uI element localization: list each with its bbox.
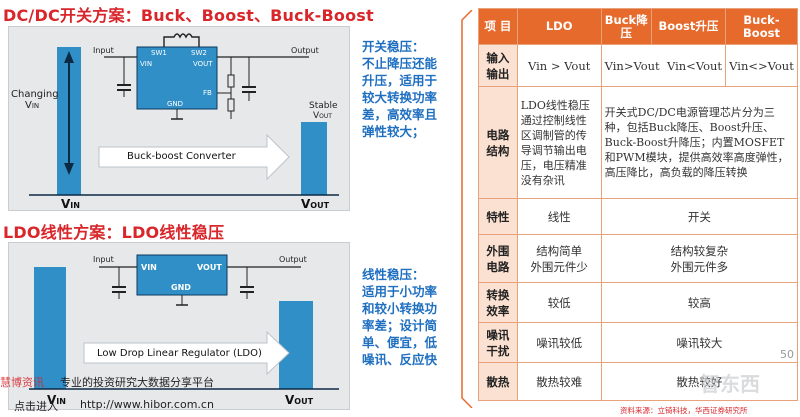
cell: 结构简单 外围元件少	[516, 234, 602, 283]
ldo-bottom-vout: VOUT	[285, 393, 314, 407]
table-row: 外围电路 结构简单 外围元件少 结构较复杂 外围元件多	[478, 234, 799, 283]
dcdc-title: DC/DC开关方案：Buck、Boost、Buck-Boost	[3, 6, 374, 25]
row-label: 噪讯干扰	[478, 322, 518, 363]
cell: 较高	[600, 282, 799, 323]
converter-chip	[136, 46, 218, 110]
cell: 散热较好	[600, 362, 799, 401]
ldo-diagram-panel: Input Output VIN VOUT GND Low Drop Linea…	[8, 242, 350, 410]
stable-label: Stable VOUT	[309, 101, 338, 121]
output-label: Output	[291, 46, 319, 55]
ldo-regulator-label: Low Drop Linear Regulator (LDO)	[97, 348, 262, 359]
table-row: 转换效率 较低 较高	[478, 282, 799, 323]
ldo-bottom-vin: VIN	[47, 393, 66, 407]
cell: 噪讯较大	[600, 322, 799, 363]
page-number: 50	[780, 348, 794, 361]
cell: Vin>Vout Vin<Vout	[600, 44, 727, 87]
linear-note: 线性稳压： 适用于小功率 和较小转换功 率差；设计简 单、便宜，低 噪讯、反应快	[362, 267, 438, 367]
vin-pin-label: VIN	[140, 60, 153, 68]
ldo-gnd-pin: GND	[171, 283, 191, 292]
vout-bar	[301, 122, 327, 195]
dcdc-circuit-diagram	[29, 33, 339, 196]
table-row: 特性 线性 开关	[478, 198, 799, 235]
cell: 较低	[516, 282, 602, 323]
comparison-table: 项 目 LDO Buck降压 Boost升压 Buck-Boost 输入输出 V…	[478, 8, 799, 401]
header-buck: Buck降压	[600, 8, 652, 45]
cell: 噪讯较低	[516, 322, 602, 363]
ldo-vout-bar	[279, 301, 313, 389]
bottom-vin-label: VIN	[61, 197, 80, 211]
ldo-vin-bar	[34, 267, 66, 389]
ldo-arrow	[83, 330, 290, 376]
cell: Vin<>Vout	[725, 44, 798, 87]
watermark-brand: 慧博资讯	[0, 376, 44, 389]
cell: Vin > Vout	[516, 44, 602, 87]
dcdc-diagram-panel: Changing VIN Input Output SW1 SW2 VIN VO…	[8, 26, 350, 211]
ldo-circuit-diagram	[29, 254, 339, 390]
bottom-vout-label: VOUT	[301, 197, 330, 211]
cell: 散热较难	[516, 362, 602, 401]
inductor-icon	[163, 33, 200, 47]
cell: 开关式DC/DC电源管理芯片分为三种，包括Buck降压、Boost升压、Buck…	[600, 86, 799, 199]
bracket-decoration	[461, 10, 473, 408]
sw2-label: SW2	[191, 49, 207, 57]
table-header-row: 项 目 LDO Buck降压 Boost升压 Buck-Boost	[478, 8, 798, 45]
watermark-enter: 点击进入	[14, 400, 58, 413]
ldo-vout-pin: VOUT	[197, 263, 222, 272]
ldo-title: LDO线性方案：LDO线性稳压	[3, 223, 225, 242]
ldo-chip	[136, 254, 228, 296]
watermark-url[interactable]: http://www.hibor.com.cn	[80, 398, 214, 411]
ldo-vin-pin: VIN	[141, 263, 157, 272]
row-label: 转换效率	[478, 282, 518, 323]
table-row: 散热 散热较难 散热较好	[478, 362, 799, 401]
row-label: 外围电路	[478, 234, 518, 283]
watermark-slogan: 专业的投资研究大数据分享平台	[60, 376, 214, 389]
cell: LDO线性稳压通过控制线性区调制管的传导调节输出电压，电压精准没有杂讯	[516, 86, 602, 199]
header-buckboost: Buck-Boost	[725, 8, 798, 45]
vout-pin-label: VOUT	[193, 60, 213, 68]
sw1-label: SW1	[151, 49, 167, 57]
ldo-input-label: Input	[93, 255, 114, 264]
header-boost: Boost升压	[650, 8, 727, 45]
table-row: 噪讯干扰 噪讯较低 噪讯较大	[478, 322, 799, 363]
fb-pin-label: FB	[203, 89, 212, 97]
cell: 结构较复杂 外围元件多	[600, 234, 799, 283]
cell: 开关	[600, 198, 799, 235]
row-label: 输入输出	[478, 44, 518, 87]
converter-arrow	[98, 133, 290, 181]
header-item: 项 目	[478, 8, 518, 45]
row-label: 散热	[478, 362, 518, 401]
gnd-pin-label: GND	[167, 100, 184, 108]
cell: 线性	[516, 198, 602, 235]
brand-watermark: 智东西	[700, 372, 760, 396]
header-ldo: LDO	[516, 8, 602, 45]
table-row: 电路结构 LDO线性稳压通过控制线性区调制管的传导调节输出电压，电压精准没有杂讯…	[478, 86, 799, 199]
input-label: Input	[93, 46, 114, 55]
ldo-output-label: Output	[279, 255, 307, 264]
row-label: 电路结构	[478, 86, 518, 199]
converter-label: Buck-boost Converter	[127, 151, 236, 162]
switch-note: 开关稳压： 不止降压还能 升压，适用于 较大转换功率 差，高效率且 弹性较大；	[362, 39, 438, 139]
table-row: 输入输出 Vin > Vout Vin>Vout Vin<Vout Vin<>V…	[478, 44, 798, 87]
changing-label: Changing VIN	[11, 89, 59, 111]
source-note: 资料来源：立锜科技，华西证券研究所	[620, 406, 748, 415]
row-label: 特性	[478, 198, 518, 235]
